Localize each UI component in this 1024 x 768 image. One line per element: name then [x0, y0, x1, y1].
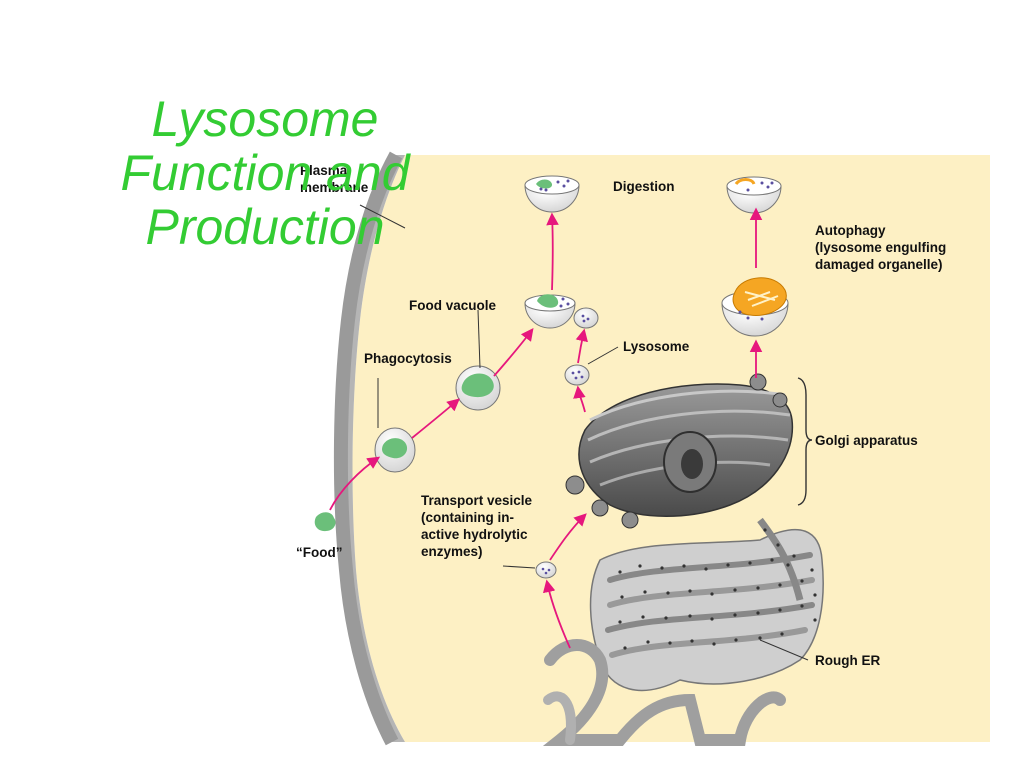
- label-phagocytosis: Phagocytosis: [364, 351, 452, 366]
- autophagy-digestion-vesicle: [726, 176, 782, 214]
- label-food-vacuole: Food vacuole: [409, 298, 497, 313]
- arrow-food-to-phagocytosis: [329, 456, 381, 511]
- label-golgi-apparatus: Golgi apparatus: [815, 433, 918, 448]
- label-plasma-membrane: Plasma membrane: [300, 163, 369, 195]
- arrow-phagocytosis-to-vacuole: [411, 398, 460, 439]
- arrow-golgi-to-lysosome: [573, 385, 586, 413]
- autophagy-vesicle: [721, 277, 789, 337]
- transport-vesicle: [535, 561, 557, 579]
- title-line-3: Production: [145, 199, 385, 255]
- golgi-bracket: [797, 377, 813, 506]
- golgi-apparatus: [565, 373, 794, 529]
- rough-er: [542, 517, 824, 746]
- leader-lines: [359, 204, 809, 661]
- title-line-1: Lysosome: [151, 91, 379, 147]
- digestion-vesicle: [524, 175, 580, 213]
- label-autophagy: Autophagy (lysosome engulfing damaged or…: [815, 223, 947, 272]
- food-particle: [314, 512, 336, 532]
- arrow-fusion-to-digestion: [546, 212, 559, 291]
- label-rough-er: Rough ER: [815, 653, 881, 668]
- arrow-lysosome-to-fusion: [575, 328, 588, 364]
- label-digestion: Digestion: [613, 179, 675, 194]
- phagocytosis-vesicle: [374, 427, 416, 473]
- plasma-membrane-outer: [333, 151, 403, 746]
- arrow-vacuole-to-fusion: [493, 327, 534, 377]
- food-vacuole-vesicle: [455, 365, 501, 411]
- title-line-2: Function and: [120, 145, 410, 201]
- food-vacuole-fusion: [524, 294, 599, 329]
- slide-title: Lysosome Function and Production: [60, 92, 470, 254]
- arrow-er-to-transport: [542, 579, 571, 649]
- label-food: “Food”: [296, 545, 343, 560]
- arrow-transport-to-golgi: [549, 513, 587, 561]
- label-lysosome: Lysosome: [623, 339, 690, 354]
- label-transport-vesicle: Transport vesicle (containing in- active…: [421, 493, 533, 559]
- pathway-arrows: [329, 207, 763, 649]
- lysosome: [564, 364, 590, 386]
